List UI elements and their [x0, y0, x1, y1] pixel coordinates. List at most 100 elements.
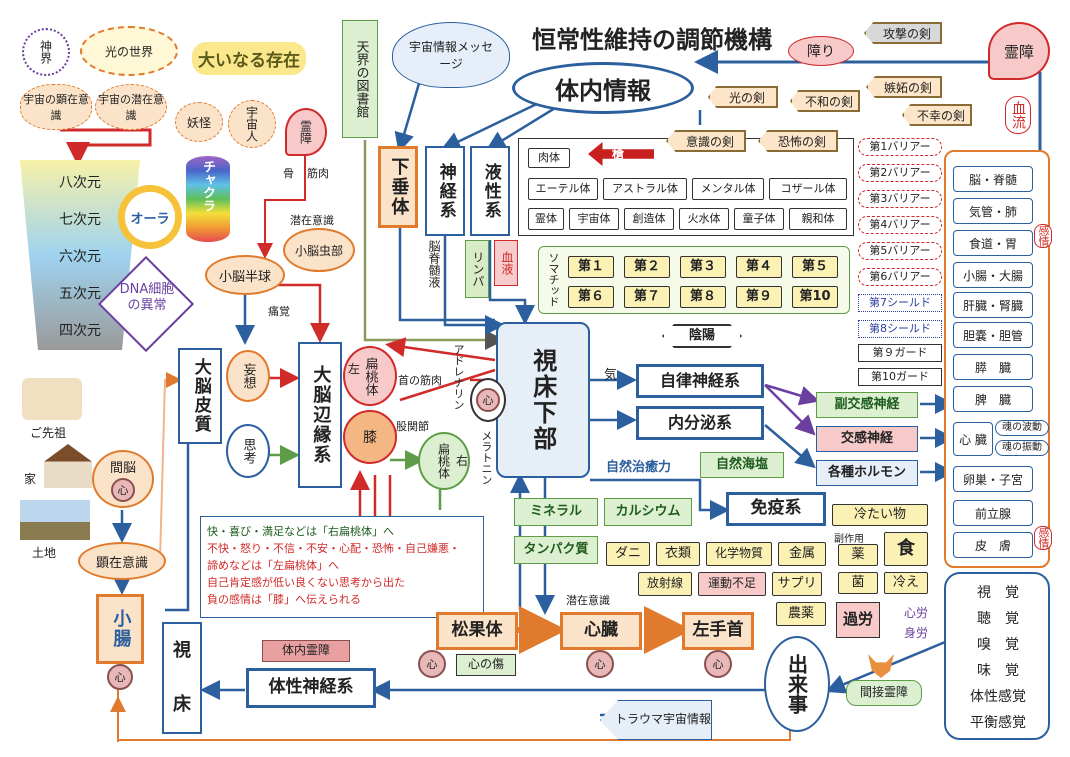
barrier-1: 第1バリアー — [858, 138, 942, 156]
hidari-tekubi-label: 左手首 — [692, 620, 744, 641]
sense-1: 聴 覚 — [977, 611, 1019, 627]
organ-2: 食道・胃 — [953, 230, 1033, 256]
reisho-drop-right: 霊障 — [988, 22, 1050, 80]
shikou-label: 思考 — [240, 438, 256, 464]
organ-9: 卵巣・子宮 — [953, 466, 1033, 492]
kasuitai-box: 下垂体 — [378, 146, 418, 228]
shouka-heart-icon: 心 — [418, 650, 446, 678]
inyou-arrow: 陰陽 — [662, 324, 742, 348]
note-line-3: 諦めなどは「左扁桃体」へ — [207, 559, 339, 573]
organ-8: 心 臓 — [953, 422, 993, 456]
sawari-label: 障り — [807, 44, 835, 60]
somachid-2: 第２ — [624, 256, 670, 278]
shounou-chuubu-node: 小脳虫部 — [283, 228, 355, 272]
note-line-1: 快・喜び・満足などは「右扁桃体」へ — [207, 525, 394, 538]
senzai-ishiki-label: 潜在意識 — [290, 214, 334, 227]
shou-label: 床 — [173, 693, 191, 715]
organ-7: 脾 臓 — [953, 386, 1033, 412]
shizen-enka-label: 自然海塩 — [715, 456, 768, 472]
right-hentouta-node: 扁桃体 — [418, 432, 470, 490]
sword-fuwa: 不和の剣 — [790, 90, 860, 112]
meneki-box: 免疫系 — [726, 492, 826, 526]
chakra-label: チャクラ — [200, 160, 215, 212]
adrenaline-label: アドレナリン — [452, 344, 465, 410]
sawari-node: 障り — [788, 36, 854, 66]
hiza-label: 膝 — [363, 430, 377, 446]
organ-10: 前立腺 — [953, 500, 1033, 526]
sword-hikari: 光の剣 — [708, 86, 778, 108]
barrier-3: 第3バリアー — [858, 190, 942, 208]
somachid-10: 第10 — [792, 286, 838, 308]
somachid-3: 第３ — [680, 256, 726, 278]
dimension-8: 八次元 — [59, 175, 101, 191]
dekigoto-node: 出来事 — [764, 636, 830, 732]
kinniku-label: 筋肉 — [307, 167, 329, 180]
daini-box: 大脳皮質 — [178, 348, 222, 444]
notes-box: 快・喜び・満足などは「右扁桃体」へ 不快・怒り・不信・不安・心配・恐怖・自己嫌悪… — [200, 516, 484, 618]
henen-label: 大脳辺縁系 — [310, 365, 332, 465]
ekiseikei-box: 液性系 — [470, 146, 510, 236]
tekubi-kokoro: 心 — [712, 658, 724, 671]
factor-tsumetai: 冷たい物 — [832, 504, 928, 526]
somachid-1: 第１ — [568, 256, 614, 278]
hormone-box: 各種ホルモン — [816, 460, 918, 486]
naibunpi-box: 内分泌系 — [636, 406, 764, 440]
kannou-label: 間脳 — [109, 460, 136, 476]
factor-supuri: サプリ — [772, 572, 822, 596]
chakra-stack — [186, 156, 230, 242]
ookinaru-label: 大いなる存在 — [192, 42, 306, 75]
senzai-label: 宇宙の潜在意識 — [98, 93, 164, 122]
dimension-7: 七次元 — [59, 212, 101, 228]
calcium-label: カルシウム — [615, 503, 681, 519]
uchujin-bubble: 宇宙人 — [228, 100, 276, 148]
somachid-6: 第６ — [568, 286, 614, 308]
sense-2: 嗅 覚 — [977, 637, 1019, 653]
mineral-label: ミネラル — [529, 503, 582, 519]
sense-0: 視 覚 — [977, 585, 1019, 601]
note-line-2: 不快・怒り・不信・不安・心配・恐怖・自己嫌悪・ — [207, 542, 460, 556]
tainai-jouhou-label: 体内情報 — [555, 75, 651, 105]
migi-label: 右 — [456, 454, 469, 468]
factor-kagaku: 化学物質 — [706, 542, 772, 566]
sword-kougeki: 攻撃の剣 — [864, 22, 942, 44]
factor-irui: 衣類 — [656, 542, 700, 566]
organ-3: 小腸・大腸 — [953, 262, 1033, 288]
library-label: 天界の図書館 — [353, 40, 369, 118]
factor-hie: 冷え — [884, 572, 928, 594]
sword-fukou: 不幸の剣 — [902, 104, 972, 126]
hidari-label: 左 — [348, 362, 361, 376]
shield-7: 第7シールド — [858, 294, 942, 312]
meneki-label: 免疫系 — [750, 498, 802, 519]
shikou-node: 思考 — [226, 424, 270, 478]
kansetsu-label: 間接霊障 — [859, 685, 908, 700]
factor-shoku: 食 — [884, 532, 928, 566]
organ-4: 肝臓・腎臓 — [953, 292, 1033, 318]
karou-label: 過労 — [842, 610, 873, 629]
senzai-bubble: 宇宙の潜在意識 — [95, 84, 167, 130]
mousou-node: 妄想 — [226, 350, 270, 402]
ketsueki-label: 血液 — [499, 251, 514, 275]
cloud-bubble: 宇宙情報メッセージ — [392, 22, 510, 88]
hormone-label: 各種ホルモン — [827, 464, 906, 480]
noukeishitsu-label: 視床下部 — [528, 348, 558, 452]
guard-10: 第10ガード — [858, 368, 942, 386]
trauma-box: トラウマ宇宙情報 — [600, 700, 712, 740]
left-hentouta-label: 扁桃体 — [362, 356, 378, 396]
kannou-heart-icon: 心 — [111, 477, 135, 502]
organ-1: 気管・肺 — [953, 198, 1033, 224]
shouchou-kokoro: 心 — [114, 671, 126, 684]
mineral-box: ミネラル — [514, 498, 598, 526]
daini-label: 大脳皮質 — [190, 358, 211, 434]
organ-11: 皮 膚 — [953, 532, 1033, 558]
note-line-5: 負の感情は「膝」へ伝えられる — [207, 593, 361, 607]
reisho-left-label: 霊障 — [298, 120, 313, 144]
shouka-label: 松果体 — [451, 620, 503, 641]
body-doujitai: 童子体 — [734, 208, 784, 230]
somachid-label: ソマチッド — [547, 252, 560, 307]
somachid-4: 第４ — [736, 256, 782, 278]
body-mental: メンタル体 — [692, 178, 764, 200]
shounou-chuubu-label: 小脳虫部 — [294, 243, 343, 258]
adrenaline-kokoro: 心 — [482, 394, 494, 407]
shouchou-label: 小腸 — [110, 609, 132, 649]
organ-0: 脳・脊髄 — [953, 166, 1033, 192]
